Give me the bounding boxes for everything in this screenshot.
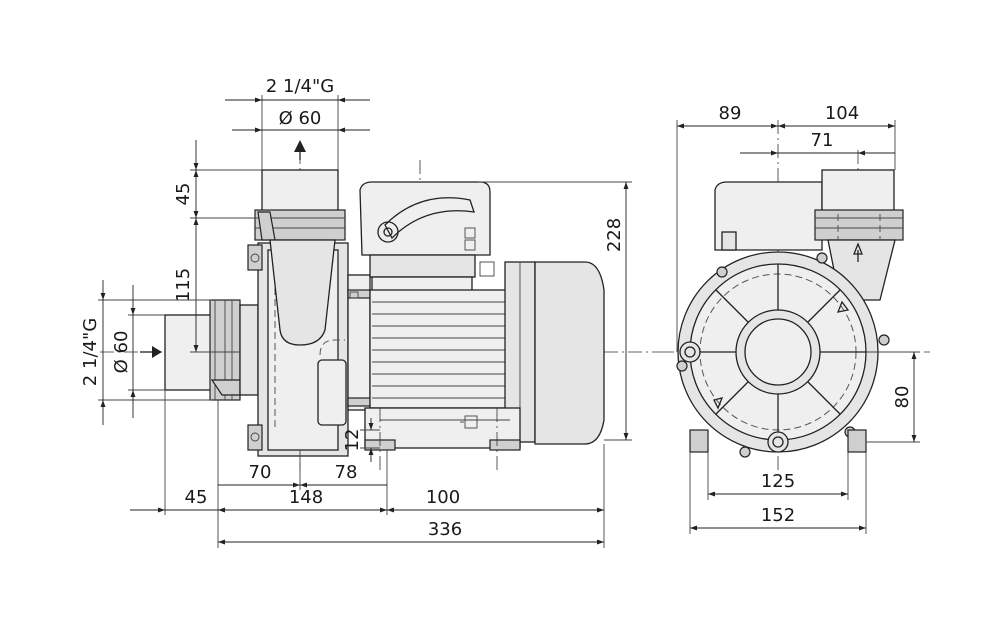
dim-outlet-diameter: Ø 60 — [279, 108, 322, 129]
inlet-flow-arrow — [152, 346, 162, 358]
dim-base-height: 12 — [342, 429, 363, 452]
dim-base-offset-70: 70 — [249, 462, 272, 483]
dim-total-height: 228 — [604, 218, 625, 252]
dim-foot-spacing: 125 — [761, 471, 795, 492]
flow-arrows — [140, 140, 306, 358]
dim-inlet-length: 45 — [185, 487, 208, 508]
dim-total-length: 336 — [428, 519, 462, 540]
dim-inlet-diameter: Ø 60 — [111, 331, 132, 374]
dim-outlet-offset: 115 — [173, 268, 194, 302]
pump-base — [364, 407, 521, 470]
motor-adaptor — [347, 274, 371, 411]
dim-length-148: 148 — [289, 487, 323, 508]
dim-shaft-height: 80 — [892, 386, 913, 409]
dim-foot-width: 152 — [761, 505, 795, 526]
motor-body — [369, 261, 605, 445]
front-view: 89 104 71 80 125 152 — [660, 103, 930, 534]
terminal-box — [349, 181, 495, 299]
dim-inlet-thread: 2 1/4"G — [80, 318, 101, 386]
outlet-pipe — [254, 169, 346, 346]
dim-length-100: 100 — [426, 487, 460, 508]
side-view: 2 1/4"G Ø 60 45 115 2 1/4"G Ø 60 228 — [80, 76, 660, 548]
dim-outlet-height: 45 — [173, 183, 194, 206]
dim-front-104: 104 — [825, 103, 859, 124]
outlet-flow-arrow — [294, 140, 306, 152]
dim-base-offset-78: 78 — [335, 462, 358, 483]
dim-front-71: 71 — [811, 130, 834, 151]
inlet-pipe — [164, 299, 259, 401]
dim-outlet-thread: 2 1/4"G — [266, 76, 334, 97]
dim-front-89: 89 — [719, 103, 742, 124]
